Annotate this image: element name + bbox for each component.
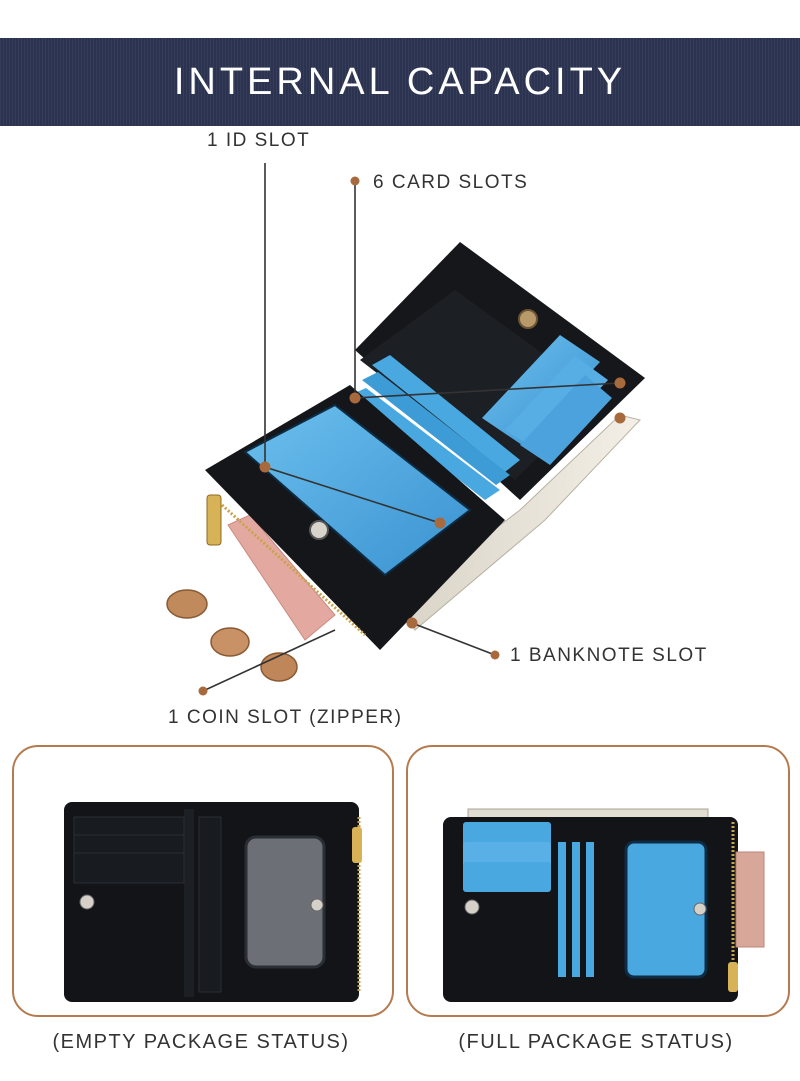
- full-id-snap: [693, 902, 707, 916]
- empty-wallet-illustration: [64, 802, 362, 1002]
- snap-button-front: [309, 520, 329, 540]
- card-slots-dot-label: [350, 176, 360, 186]
- coin-slot-dot-label: [198, 686, 208, 696]
- empty-vertical-slots: [198, 816, 222, 993]
- id-slot-dot-1: [259, 461, 271, 473]
- coin-3: [260, 652, 298, 682]
- full-status-caption: (FULL PACKAGE STATUS): [458, 1031, 734, 1053]
- full-snap-button: [464, 899, 480, 915]
- coin-2: [210, 627, 250, 657]
- id-slot-dot-2: [434, 517, 446, 529]
- leader-dots: [198, 176, 626, 696]
- zipper-track: [220, 503, 367, 637]
- empty-id-snap: [310, 898, 324, 912]
- id-slot-label: 1 ID SLOT: [207, 130, 311, 151]
- banknote-slot-label: 1 BANKNOTE SLOT: [510, 645, 708, 666]
- empty-zipper-pull: [352, 827, 362, 863]
- full-vertical-card-2: [572, 842, 580, 977]
- full-vertical-card-3: [586, 842, 594, 977]
- coin-slot-label: 1 COIN SLOT (ZIPPER): [168, 707, 403, 728]
- banknote-stack: [394, 414, 641, 631]
- card-slot-1: [372, 355, 520, 472]
- card-slot-dot-3: [614, 412, 626, 424]
- banknote-leader: [411, 622, 496, 656]
- banknote-dot-1: [406, 617, 418, 629]
- card-slot-dot-2: [614, 377, 626, 389]
- zipper-pull: [206, 494, 222, 546]
- snap-button-top: [518, 309, 538, 329]
- full-zipper-pull: [728, 962, 738, 992]
- empty-wallet-spine: [184, 809, 194, 997]
- full-wallet-illustration: [443, 808, 765, 1002]
- page-title: INTERNAL CAPACITY: [173, 60, 627, 103]
- full-vertical-card-1: [558, 842, 566, 977]
- banknote-dot-label: [490, 650, 500, 660]
- empty-id-window: [244, 835, 326, 969]
- card-slot-3: [350, 388, 500, 500]
- header-banner: INTERNAL CAPACITY: [0, 38, 800, 126]
- coin-slot-leader: [202, 629, 336, 692]
- empty-card-slot-3: [73, 852, 185, 884]
- id-window: [243, 403, 472, 577]
- wallet-main-illustration: [166, 163, 645, 696]
- empty-status-panel: [12, 745, 394, 1017]
- full-pink-banknote: [735, 851, 765, 948]
- pink-banknote: [227, 514, 336, 641]
- card-slot-2: [362, 372, 510, 485]
- blue-card-3: [520, 375, 612, 465]
- empty-status-caption: (EMPTY PACKAGE STATUS): [52, 1031, 350, 1053]
- full-status-panel: [406, 745, 790, 1017]
- empty-snap-button: [79, 894, 95, 910]
- full-card-3: [463, 862, 551, 892]
- coin-1: [166, 589, 208, 619]
- card-slot-dot-1: [349, 392, 361, 404]
- card-slots-label: 6 CARD SLOTS: [373, 172, 529, 193]
